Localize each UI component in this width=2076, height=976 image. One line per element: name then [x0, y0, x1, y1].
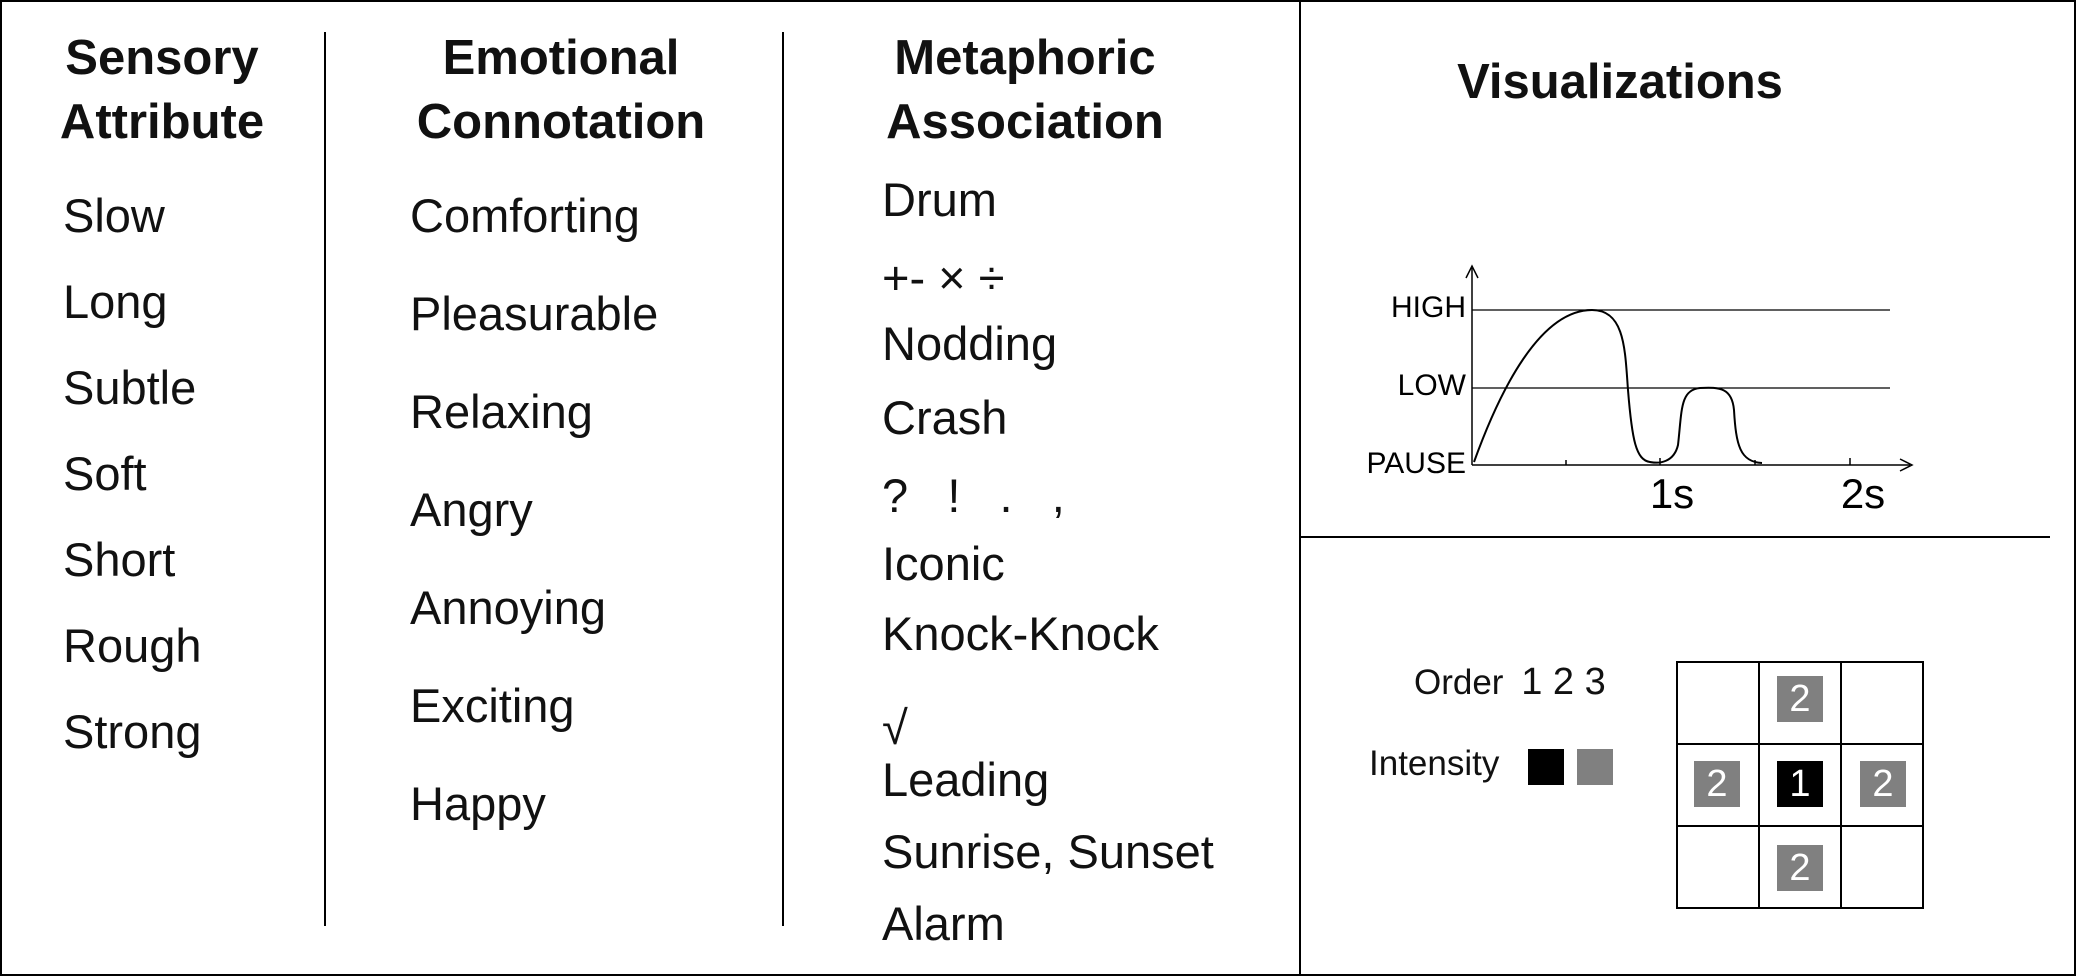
header-line: Sensory — [65, 31, 259, 85]
waveform-curve — [1473, 308, 1763, 464]
grid-cell-left: 2 — [1694, 761, 1740, 807]
order-label: Order — [1414, 663, 1504, 702]
list-item: Drum — [882, 173, 997, 226]
punctuation-symbols: ? ! . , — [882, 469, 1065, 522]
metaphoric-association-header: Metaphoric Association — [886, 26, 1164, 154]
grid-cell-top: 2 — [1777, 676, 1823, 722]
grid-cell-center: 1 — [1777, 761, 1823, 807]
time-label-2s: 2s — [1841, 470, 1885, 517]
header-line: Metaphoric — [894, 31, 1156, 85]
header-line: Attribute — [59, 95, 265, 149]
header-line: Association — [886, 95, 1164, 149]
list-item: Slow — [63, 189, 165, 242]
list-item: Relaxing — [410, 385, 593, 438]
list-item: Comforting — [410, 189, 640, 242]
list-item: Iconic — [882, 537, 1005, 590]
list-item: Knock-Knock — [882, 607, 1159, 660]
list-item: Leading — [882, 753, 1050, 806]
level-label-high: HIGH — [1391, 291, 1466, 324]
grid-cell-right: 2 — [1860, 761, 1906, 807]
list-item: Nodding — [882, 317, 1058, 370]
list-item: Sunrise, Sunset — [882, 825, 1214, 878]
level-label-pause: PAUSE — [1367, 447, 1466, 480]
intensity-swatch-low — [1577, 749, 1613, 785]
list-item: Long — [63, 275, 168, 328]
intensity-swatch-high — [1528, 749, 1564, 785]
list-item: Exciting — [410, 679, 575, 732]
intensity-legend-label: Intensity — [1369, 744, 1500, 783]
list-item: Soft — [63, 447, 147, 500]
list-item: Rough — [63, 619, 202, 672]
list-item: Strong — [63, 705, 202, 758]
list-item: Crash — [882, 391, 1008, 444]
sensory-attribute-header: Sensory Attribute — [60, 26, 264, 154]
header-line: Emotional — [442, 31, 680, 85]
y-axis-arrow — [1465, 264, 1479, 279]
list-item: Alarm — [882, 897, 1005, 950]
list-item: Pleasurable — [410, 287, 659, 340]
emotional-connotation-header: Emotional Connotation — [417, 26, 705, 154]
time-label-1s: 1s — [1650, 470, 1694, 517]
math-symbols: +- × ÷ — [882, 251, 1005, 304]
check-symbol: √ — [882, 701, 908, 754]
grid-border — [1676, 661, 1924, 909]
list-item: Angry — [410, 483, 533, 536]
list-item: Subtle — [63, 361, 197, 414]
list-item: Happy — [410, 777, 546, 830]
level-label-low: LOW — [1398, 369, 1467, 402]
order-grid — [1676, 661, 1924, 909]
order-values: 1 2 3 — [1521, 661, 1606, 703]
list-item: Annoying — [410, 581, 606, 634]
list-item: Short — [63, 533, 176, 586]
header-line: Connotation — [416, 95, 706, 149]
visualizations-title: Visualizations — [1457, 55, 1783, 109]
grid-cell-bottom: 2 — [1777, 845, 1823, 891]
waveform-plot: HIGH LOW PAUSE 1s 2s — [1367, 264, 1914, 517]
x-axis-arrow — [1899, 458, 1914, 472]
order-legend: Order 1 2 3 — [1414, 660, 1606, 705]
